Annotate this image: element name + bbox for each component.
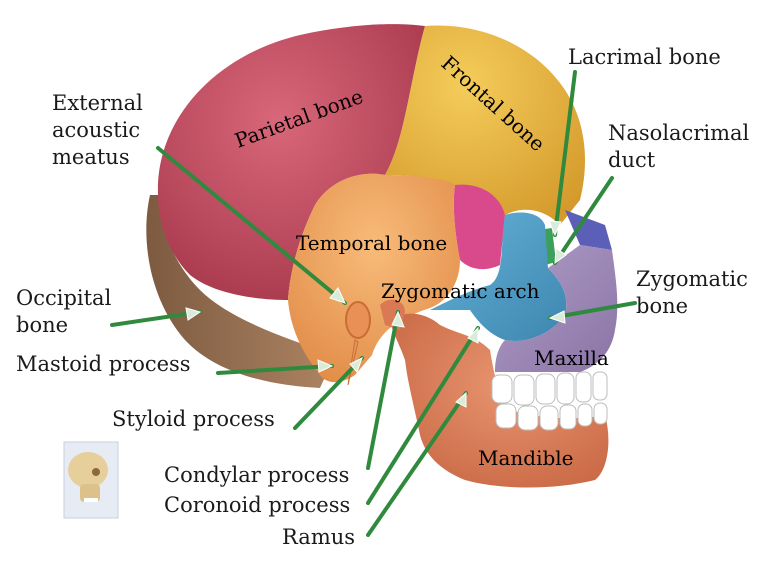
label-zygomatic-arch: Zygomatic arch [381,279,540,303]
arrowhead-external-acoustic-meatus [329,287,346,304]
nasal-bone-region [565,210,612,250]
arrowhead-condylar-process [391,310,405,328]
skull-thumbnail-icon [63,441,119,519]
zygomatic-bone-region [430,212,567,341]
leader-ramus [366,391,468,537]
leader-condylar-process [366,310,400,470]
leader-lacrimal-bone [553,70,577,237]
leader-occipital-bone [110,310,202,327]
arrowhead-zygomatic-bone [548,310,566,324]
arrowhead-occipital-bone [185,307,202,321]
label-coronoid-process: Coronoid process [164,493,351,517]
maxilla-region [495,245,618,372]
arrowhead-ramus [455,391,467,408]
frontal-bone-region [385,25,585,226]
label-mandible: Mandible [478,446,574,470]
occipital-bone-region [146,195,335,388]
leader-coronoid-process [366,326,480,505]
label-temporal-bone: Temporal bone [296,231,447,255]
leader-nasolacrimal-duct [553,176,614,265]
leader-lines [110,70,637,537]
arrowhead-styloid-process [349,356,363,373]
label-mastoid-process: Mastoid process [16,352,191,376]
leader-styloid-process [293,356,364,430]
arrowhead-mastoid-process [317,359,334,373]
arrowhead-lacrimal-bone [548,220,562,237]
label-zygomatic-bone: Zygomatic bone [636,267,748,318]
label-nasolacrimal-duct: Nasolacrimal duct [608,121,750,172]
label-maxilla: Maxilla [534,346,609,370]
acoustic-meatus-opening [345,301,371,339]
label-occipital-bone: Occipital bone [16,286,112,337]
parietal-bone-region [157,24,425,301]
label-styloid-process: Styloid process [112,407,275,431]
label-external-acoustic-meatus: External acoustic meatus [52,91,143,169]
label-condylar-process: Condylar process [164,463,350,487]
temporal-bone-region [288,173,460,383]
upper-teeth [491,371,608,406]
arrowhead-nasolacrimal-duct [554,247,567,265]
leader-arrowheads [185,220,567,408]
label-lacrimal-bone: Lacrimal bone [568,45,721,69]
lower-teeth [495,402,608,431]
arrowhead-coronoid-process [467,326,479,344]
label-ramus: Ramus [282,525,356,549]
leader-external-acoustic-meatus [156,146,347,305]
sphenoid-bone-region [453,184,505,270]
leader-mastoid-process [216,364,334,375]
